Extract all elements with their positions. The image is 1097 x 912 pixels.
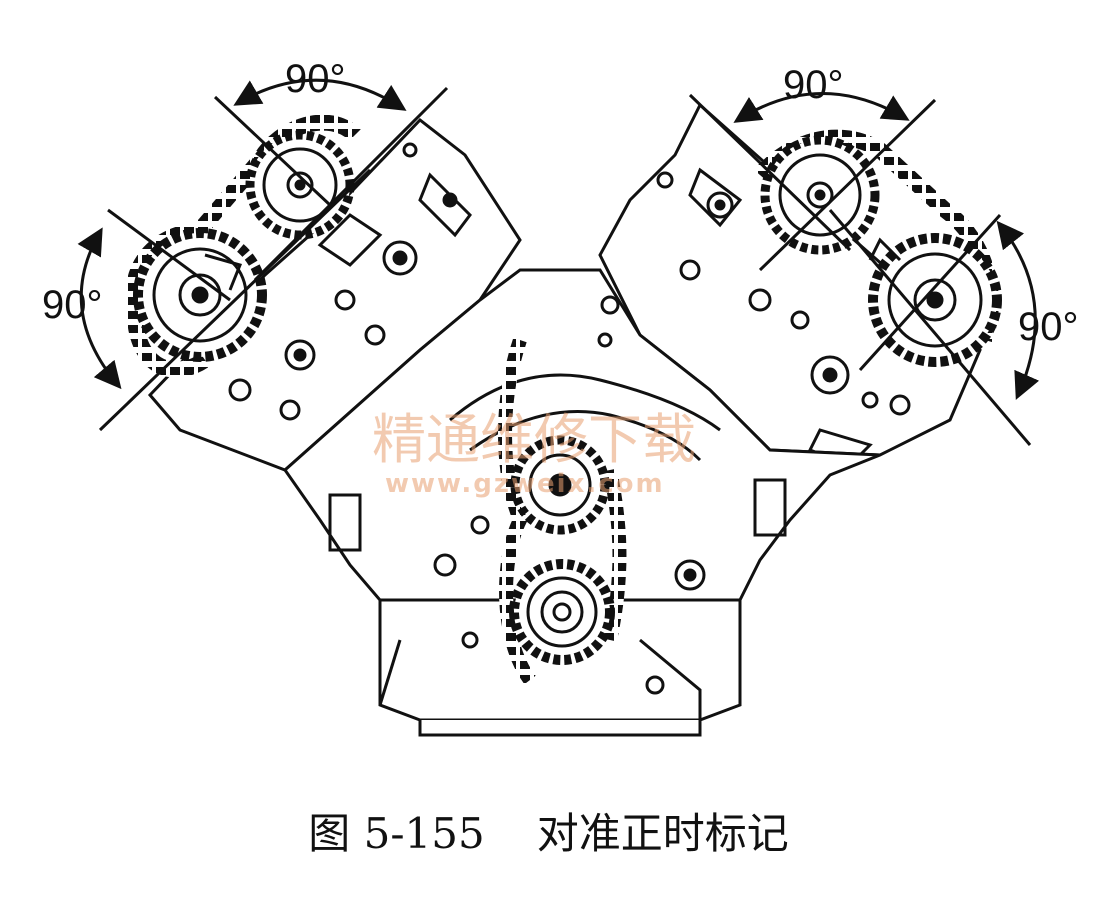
caption-title: 对准正时标记	[536, 809, 789, 858]
engine-timing-diagram: 90° 90° 90° 90° 精通维修下载 www.gzweix.com	[42, 57, 1079, 737]
right-upper-cam-sprocket	[760, 135, 880, 255]
angle-label-right-top: 90°	[783, 63, 844, 107]
right-alignment-lines	[688, 93, 1032, 446]
left-alignment-lines	[98, 86, 449, 432]
watermark-text: 精通维修下载	[372, 408, 696, 471]
crankshaft-sprocket	[509, 559, 615, 665]
idler-sprocket	[510, 435, 610, 535]
left-lower-cam-sprocket	[133, 228, 267, 362]
right-angle-arrows	[733, 92, 1040, 400]
watermark-url: www.gzweix.com	[385, 469, 665, 499]
angle-label-left-top: 90°	[285, 57, 346, 101]
left-angle-arrows	[77, 78, 407, 390]
angle-label-right-side: 90°	[1018, 305, 1079, 349]
angle-label-left-side: 90°	[42, 283, 103, 327]
caption-number: 图 5-155	[308, 809, 485, 858]
right-lower-cam-sprocket	[868, 233, 1002, 367]
figure-caption: 图 5-155 对准正时标记	[0, 800, 1097, 861]
left-upper-cam-sprocket	[245, 130, 355, 240]
left-cylinder-bank	[147, 117, 522, 472]
